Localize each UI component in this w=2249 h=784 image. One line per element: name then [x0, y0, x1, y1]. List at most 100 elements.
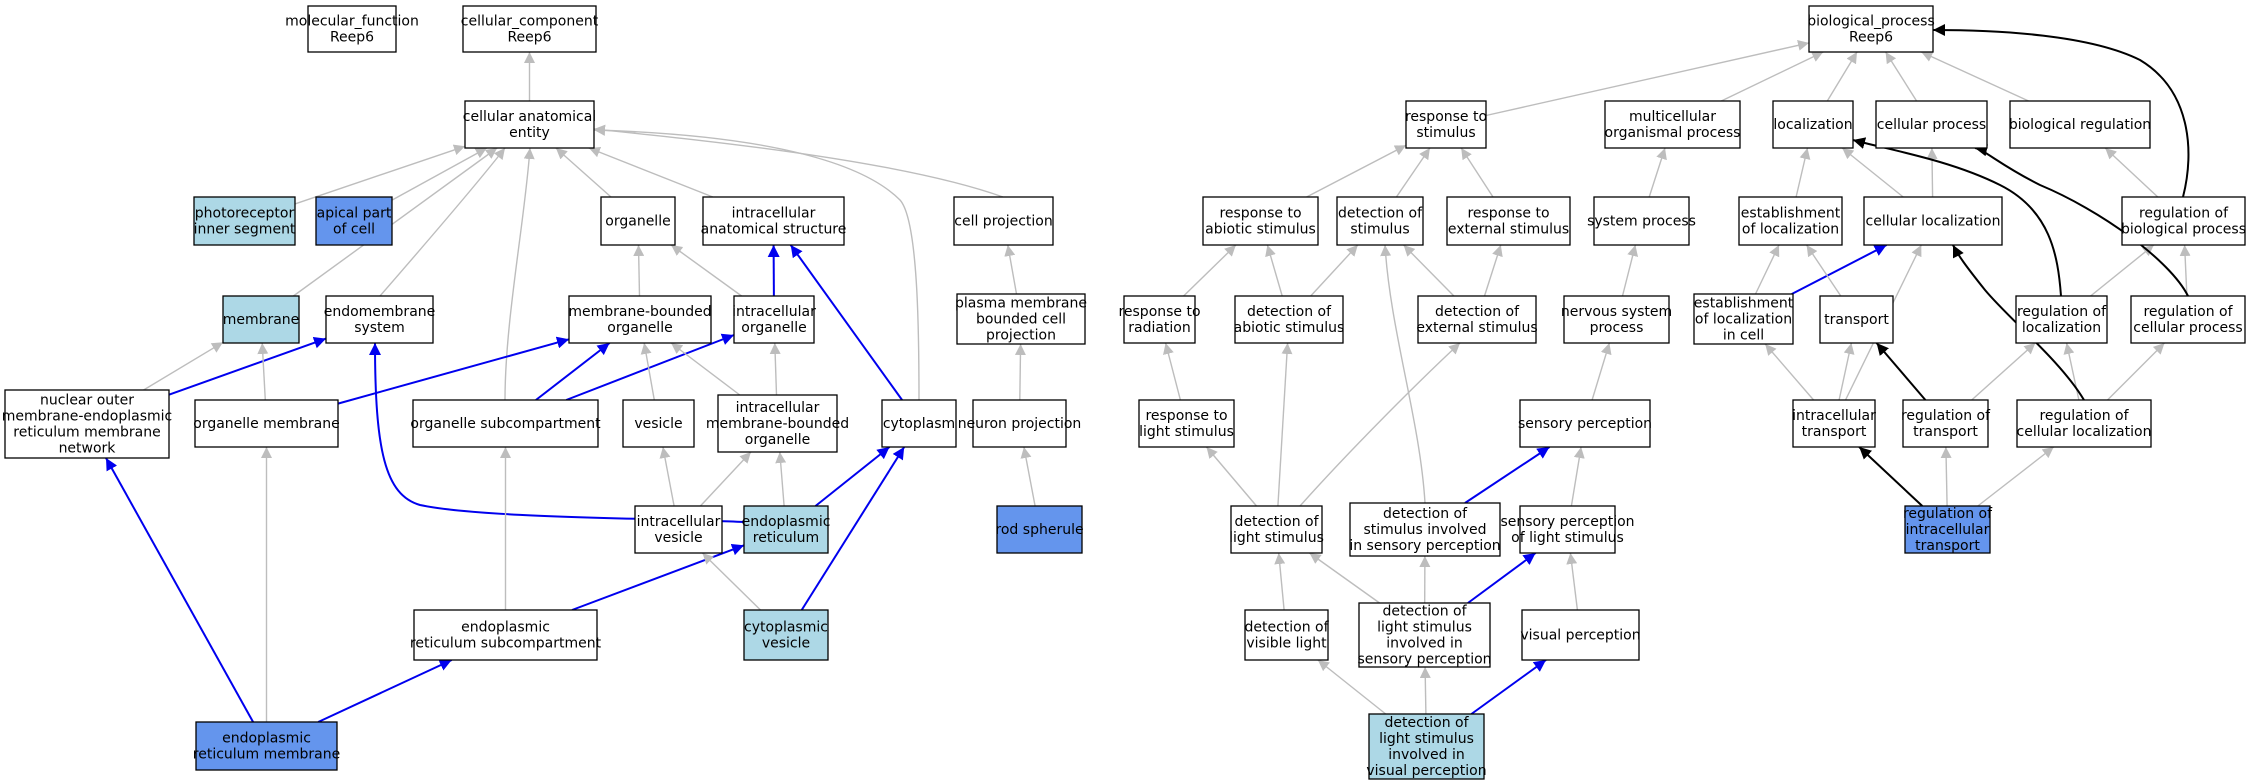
edge-spc-to-nsp — [1591, 342, 1612, 401]
node-label-bp-line-1: Reep6 — [1849, 30, 1893, 46]
node-label-ers-line-1: reticulum subcompartment — [410, 636, 602, 652]
edge-imbo-to-io — [769, 342, 781, 396]
node-label-itr-line-0: intracellular — [1792, 408, 1876, 424]
node-label-rts-line-0: response to — [1405, 109, 1487, 125]
node-label-breg-line-0: biological regulation — [2009, 117, 2151, 133]
node-label-imbo-line-2: organelle — [745, 432, 810, 448]
node-box-ves — [622, 399, 695, 448]
edge-des-to-dos — [1403, 244, 1455, 297]
node-label-rcp-line-1: cellular process — [2133, 320, 2242, 336]
node-box-ras — [1202, 196, 1319, 246]
edge-dlsisp-to-spls — [1467, 552, 1537, 604]
node-box-res — [1446, 196, 1571, 246]
node-label-spc-line-0: sensory perception — [1518, 416, 1652, 432]
node-box-iv — [634, 505, 723, 554]
node-box-nsp — [1563, 295, 1670, 344]
node-label-dls-line-1: light stimulus — [1229, 530, 1324, 546]
node-label-rot-line-0: regulation of — [1901, 408, 1991, 424]
edge-mop-to-bp — [1720, 51, 1824, 102]
edge-rcp-to-cpr — [1974, 144, 2189, 297]
node-label-rtr-line-1: radiation — [1128, 320, 1191, 336]
node-label-das-line-0: detection of — [1247, 304, 1332, 320]
node-box-vp — [1521, 609, 1640, 661]
edge-rs-to-np — [1020, 446, 1036, 507]
node-box-eolc — [1693, 293, 1794, 345]
node-box-eol — [1738, 196, 1843, 246]
node-label-nsp-line-0: nervous system — [1561, 304, 1672, 320]
edge-mem-to-cae — [292, 147, 498, 297]
node-box-cyto — [881, 399, 957, 448]
node-box-ems — [325, 295, 434, 344]
node-box-rs — [996, 505, 1083, 554]
node-box-ias — [702, 196, 845, 246]
node-box-cc — [462, 5, 597, 53]
edge-rocl-to-rcp — [2107, 342, 2165, 401]
node-label-res-line-1: external stimulus — [1448, 222, 1569, 238]
node-label-dlsisp-line-1: light stimulus — [1377, 620, 1472, 636]
edge-eolc-to-cl — [1791, 244, 1888, 295]
node-vp: visual perception — [1520, 609, 1641, 661]
edge-cpr-to-bp — [1885, 51, 1918, 102]
node-label-des-line-1: external stimulus — [1416, 320, 1537, 336]
node-box-dls — [1230, 505, 1323, 554]
edge-rbp-to-bp — [1932, 24, 2190, 198]
node-label-iv-line-1: vesicle — [654, 530, 702, 546]
node-label-cc-line-0: cellular_component — [461, 14, 599, 30]
node-box-cv — [743, 609, 829, 661]
node-box-dvl — [1244, 609, 1329, 661]
edge-org-to-cae — [555, 147, 612, 198]
edge-dvl-to-dls — [1274, 552, 1286, 611]
edge-er-to-cyto — [814, 446, 891, 507]
edge-dls-to-des — [1299, 342, 1461, 507]
node-label-dlsisp-line-3: sensory perception — [1357, 652, 1491, 668]
edge-om-to-mem — [257, 342, 269, 401]
node-label-eol-line-0: establishment — [1741, 206, 1841, 222]
node-label-nsp-line-1: process — [1590, 320, 1644, 336]
node-label-mop-line-1: organismal process — [1605, 125, 1741, 141]
edge-rol-to-rbp — [2090, 244, 2155, 297]
node-box-spc — [1519, 399, 1651, 448]
node-label-pis-line-1: inner segment — [194, 222, 296, 238]
node-box-om — [194, 399, 339, 448]
node-label-eolc-line-2: in cell — [1723, 328, 1764, 344]
edge-ers-to-er — [571, 543, 745, 611]
node-nom: nuclear outermembrane-endoplasmicreticul… — [2, 389, 172, 459]
node-box-breg — [2009, 100, 2151, 149]
node-cpr: cellular process — [1875, 100, 1988, 149]
node-label-rbp-line-1: biological process — [2121, 222, 2246, 238]
node-label-ers-line-0: endoplasmic — [461, 620, 550, 636]
node-tr: transport — [1819, 295, 1894, 344]
edge-res-to-rts — [1460, 147, 1494, 198]
edge-np-to-pmbcp — [1014, 343, 1026, 401]
edge-mbo-to-org — [633, 244, 645, 297]
node-box-rtr — [1123, 295, 1196, 344]
node-label-org-line-0: organelle — [605, 214, 670, 230]
edge-roit-to-rot — [1940, 446, 1952, 507]
node-label-rcp-line-0: regulation of — [2143, 304, 2233, 320]
edge-pis-to-cae — [294, 144, 466, 205]
node-box-dos — [1336, 196, 1424, 246]
node-label-os-line-0: organelle subcompartment — [410, 416, 601, 432]
node-label-imbo-line-0: intracellular — [736, 400, 820, 416]
edge-loc-to-bp — [1826, 51, 1858, 102]
node-label-ras-line-1: abiotic stimulus — [1205, 222, 1316, 238]
node-org: organelle — [600, 196, 676, 246]
node-box-das — [1234, 295, 1344, 344]
